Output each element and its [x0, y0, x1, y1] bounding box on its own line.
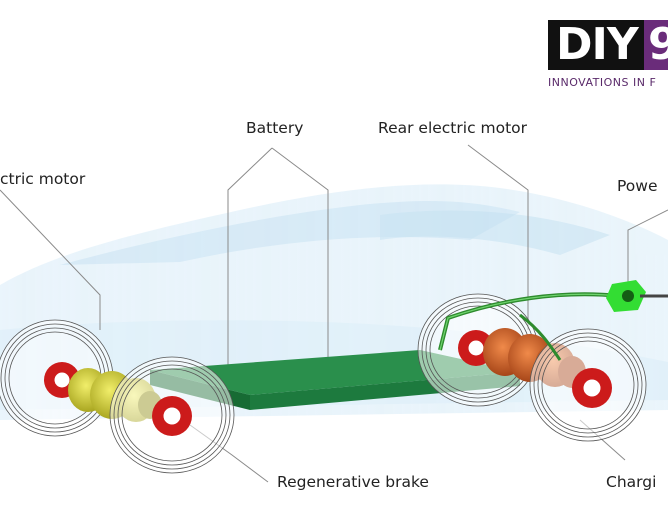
- label-battery: Battery: [246, 119, 304, 137]
- power-electronics-unit: [606, 280, 668, 312]
- logo-text: DIY: [556, 19, 639, 70]
- leader-lines: [0, 144, 668, 483]
- label-regenerative-brake: Regenerative brake: [277, 473, 429, 491]
- logo-tagline: INNOVATIONS IN F: [548, 76, 657, 89]
- label-rear-electric-motor: Rear electric motor: [378, 119, 528, 137]
- label-power-electronics: Powe: [617, 177, 658, 195]
- label-charging: Chargi: [606, 473, 657, 491]
- logo-accent-glyph: 9: [648, 19, 668, 70]
- diy-logo: DIY 9 INNOVATIONS IN F: [548, 20, 668, 92]
- label-front-electric-motor: ctric motor: [0, 170, 86, 188]
